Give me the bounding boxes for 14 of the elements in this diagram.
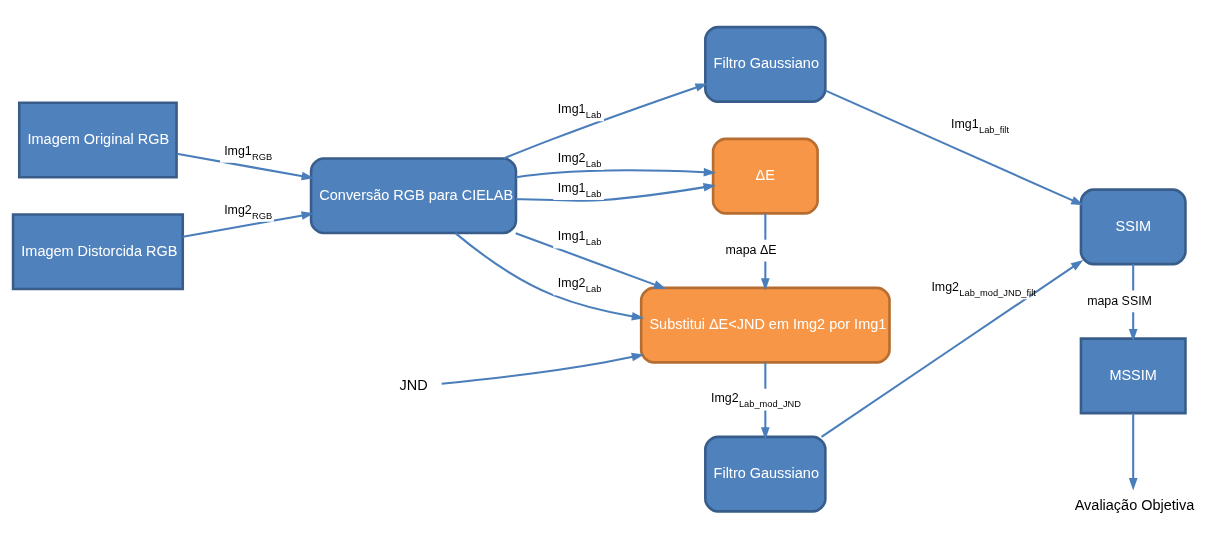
edge-label: Img2$_{RGB}$: [224, 202, 273, 220]
node-text: Avaliação Objetiva: [1074, 496, 1195, 513]
edge-label: Img1$_{Lab_filt}$: [951, 116, 1009, 135]
node-text: JND: [399, 376, 428, 393]
edge-label: Img1$_{RGB}$: [224, 143, 273, 162]
edge-label: Img2$_{Lab_mod_JND}$: [711, 390, 801, 409]
edge-label: Img2$_{Lab}$: [557, 275, 602, 294]
edge-label: mapa ΔE: [725, 242, 777, 257]
edge-label: Img1$_{Lab}$: [557, 180, 602, 199]
edge-label: mapa SSIM: [1087, 293, 1152, 308]
edge-label: Img1$_{Lab}$: [557, 101, 602, 120]
edge-label: Img2$_{Lab_mod_JND_filt}$: [931, 279, 1036, 298]
edge-label: Img1$_{Lab}$: [557, 228, 602, 247]
edge-label: Img2$_{Lab}$: [557, 150, 602, 169]
